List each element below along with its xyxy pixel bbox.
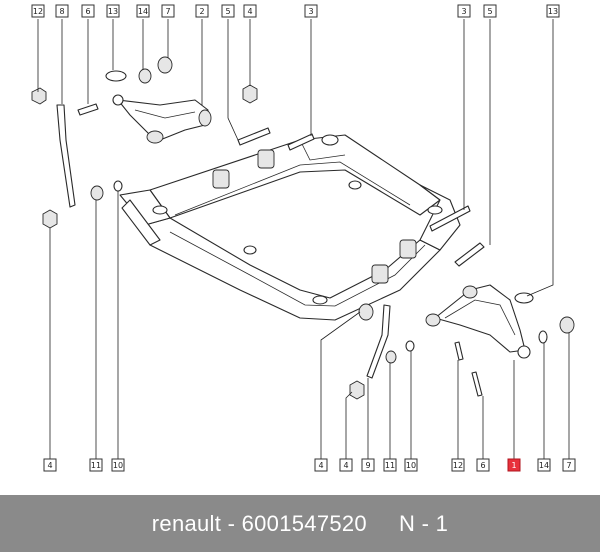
part-footer-bar: renault - 6001547520 N - 1 — [0, 495, 600, 552]
callout-10-bottom: 10 — [404, 458, 418, 472]
callout-4-top: 4 — [243, 4, 257, 18]
callout-6-bottom: 6 — [476, 458, 490, 472]
callout-12-top: 12 — [31, 4, 45, 18]
callout-3-top: 3 — [304, 4, 318, 18]
svg-text:4: 4 — [247, 7, 252, 16]
svg-text:14: 14 — [138, 7, 148, 16]
callout-12-bottom: 12 — [451, 458, 465, 472]
brand-separator: - — [221, 510, 242, 536]
exploded-parts-diagram: 12 8 6 13 14 7 2 5 4 3 3 5 13 4 11 10 4 … — [31, 4, 576, 472]
svg-text:7: 7 — [165, 7, 170, 16]
callout-1-highlighted: 1 — [507, 458, 521, 472]
callout-14-top: 14 — [136, 4, 150, 18]
callout-4-bottom-left: 4 — [43, 458, 57, 472]
svg-text:12: 12 — [453, 461, 463, 470]
leader-lines — [37, 19, 570, 459]
svg-text:2: 2 — [199, 7, 204, 16]
callout-8-top: 8 — [55, 4, 69, 18]
svg-text:5: 5 — [487, 7, 492, 16]
footer-gap — [367, 511, 399, 537]
callout-5-top: 5 — [221, 4, 235, 18]
callout-10-bottom-left: 10 — [111, 458, 125, 472]
svg-text:14: 14 — [539, 461, 549, 470]
brand-name: renault — [151, 510, 222, 536]
svg-text:11: 11 — [91, 461, 101, 470]
svg-text:10: 10 — [406, 461, 416, 470]
callout-2-top: 2 — [195, 4, 209, 18]
left-control-arm — [112, 94, 212, 144]
svg-text:3: 3 — [461, 7, 466, 16]
svg-text:12: 12 — [33, 7, 43, 16]
svg-text:13: 13 — [548, 7, 558, 16]
svg-text:4: 4 — [47, 461, 52, 470]
callout-4-bottom-b: 4 — [339, 458, 353, 472]
callout-14-bottom: 14 — [537, 458, 551, 472]
svg-text:1: 1 — [511, 461, 516, 470]
callout-9-bottom: 9 — [361, 458, 375, 472]
svg-text:13: 13 — [108, 7, 118, 16]
fasteners — [31, 56, 575, 400]
right-stabilizer-link — [366, 304, 391, 379]
quantity-label: N - 1 — [399, 510, 449, 536]
callout-13-top-right: 13 — [546, 4, 560, 18]
svg-text:9: 9 — [365, 461, 370, 470]
svg-text:7: 7 — [566, 461, 571, 470]
subframe — [119, 134, 461, 321]
svg-text:8: 8 — [59, 7, 64, 16]
svg-text:10: 10 — [113, 461, 123, 470]
callout-5-top-right: 5 — [483, 4, 497, 18]
callout-7-bottom: 7 — [562, 458, 576, 472]
callout-11-bottom: 11 — [383, 458, 397, 472]
left-stabilizer-link — [56, 104, 76, 208]
svg-text:4: 4 — [343, 461, 348, 470]
callout-7-top: 7 — [161, 4, 175, 18]
svg-text:6: 6 — [85, 7, 90, 16]
callout-11-bottom-left: 11 — [89, 458, 103, 472]
callout-6-top: 6 — [81, 4, 95, 18]
svg-text:11: 11 — [385, 461, 395, 470]
svg-text:6: 6 — [480, 461, 485, 470]
callout-3-top-right: 3 — [457, 4, 471, 18]
part-number: 6001547520 — [241, 510, 367, 536]
callouts: 12 8 6 13 14 7 2 5 4 3 3 5 13 4 11 10 4 … — [31, 4, 576, 472]
right-control-arm — [425, 284, 531, 359]
svg-text:3: 3 — [308, 7, 313, 16]
bolts — [77, 103, 485, 397]
callout-4-bottom-a: 4 — [314, 458, 328, 472]
callout-13-top: 13 — [106, 4, 120, 18]
svg-text:4: 4 — [318, 461, 323, 470]
svg-text:5: 5 — [225, 7, 230, 16]
